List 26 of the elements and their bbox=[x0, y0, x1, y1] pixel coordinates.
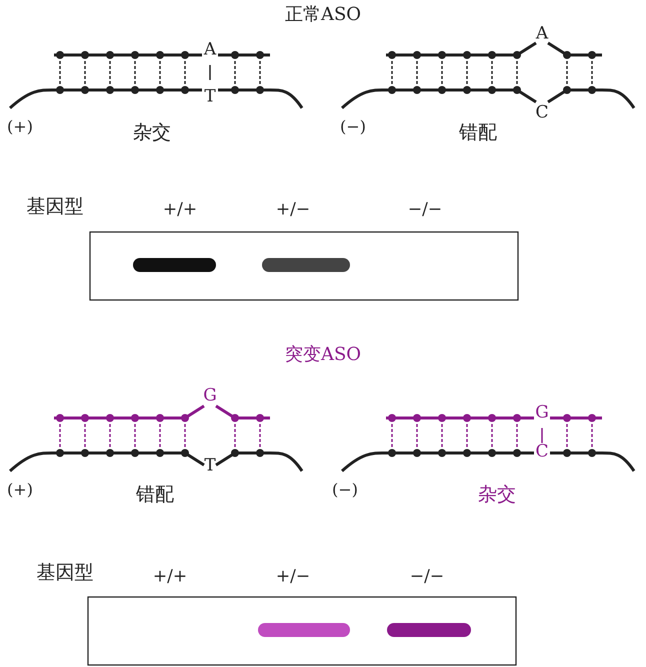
strand-sign: (−) bbox=[332, 481, 358, 499]
strand-sign: (+) bbox=[7, 481, 33, 499]
genotype-value: +/+ bbox=[152, 568, 188, 586]
section-heading: 突变ASO bbox=[284, 345, 362, 365]
genotype-label: 基因型 bbox=[26, 196, 84, 218]
base-letter: T bbox=[204, 88, 216, 106]
genotype-value: +/− bbox=[276, 568, 310, 586]
genotype-value: −/− bbox=[410, 568, 444, 586]
genotype-value: −/− bbox=[408, 200, 442, 220]
genotype-label: 基因型 bbox=[36, 562, 94, 584]
base-letter: A bbox=[204, 40, 216, 60]
mismatch-label: 错配 bbox=[136, 484, 174, 506]
base-letter: T bbox=[204, 456, 216, 476]
base-letter: C bbox=[536, 442, 548, 462]
mismatch-label: 错配 bbox=[459, 122, 497, 144]
hybridization-label: 杂交 bbox=[478, 484, 516, 506]
genotype-value: +/+ bbox=[162, 200, 198, 220]
genotype-value: +/− bbox=[276, 200, 310, 220]
strand-sign: (+) bbox=[7, 118, 33, 136]
strand-sign: (−) bbox=[340, 118, 366, 136]
base-letter: G bbox=[203, 386, 217, 406]
hybridization-label: 杂交 bbox=[133, 122, 171, 144]
base-letter: A bbox=[536, 24, 548, 44]
section-heading: 正常ASO bbox=[284, 5, 362, 25]
base-letter: G bbox=[535, 404, 549, 422]
base-letter: C bbox=[536, 104, 548, 122]
